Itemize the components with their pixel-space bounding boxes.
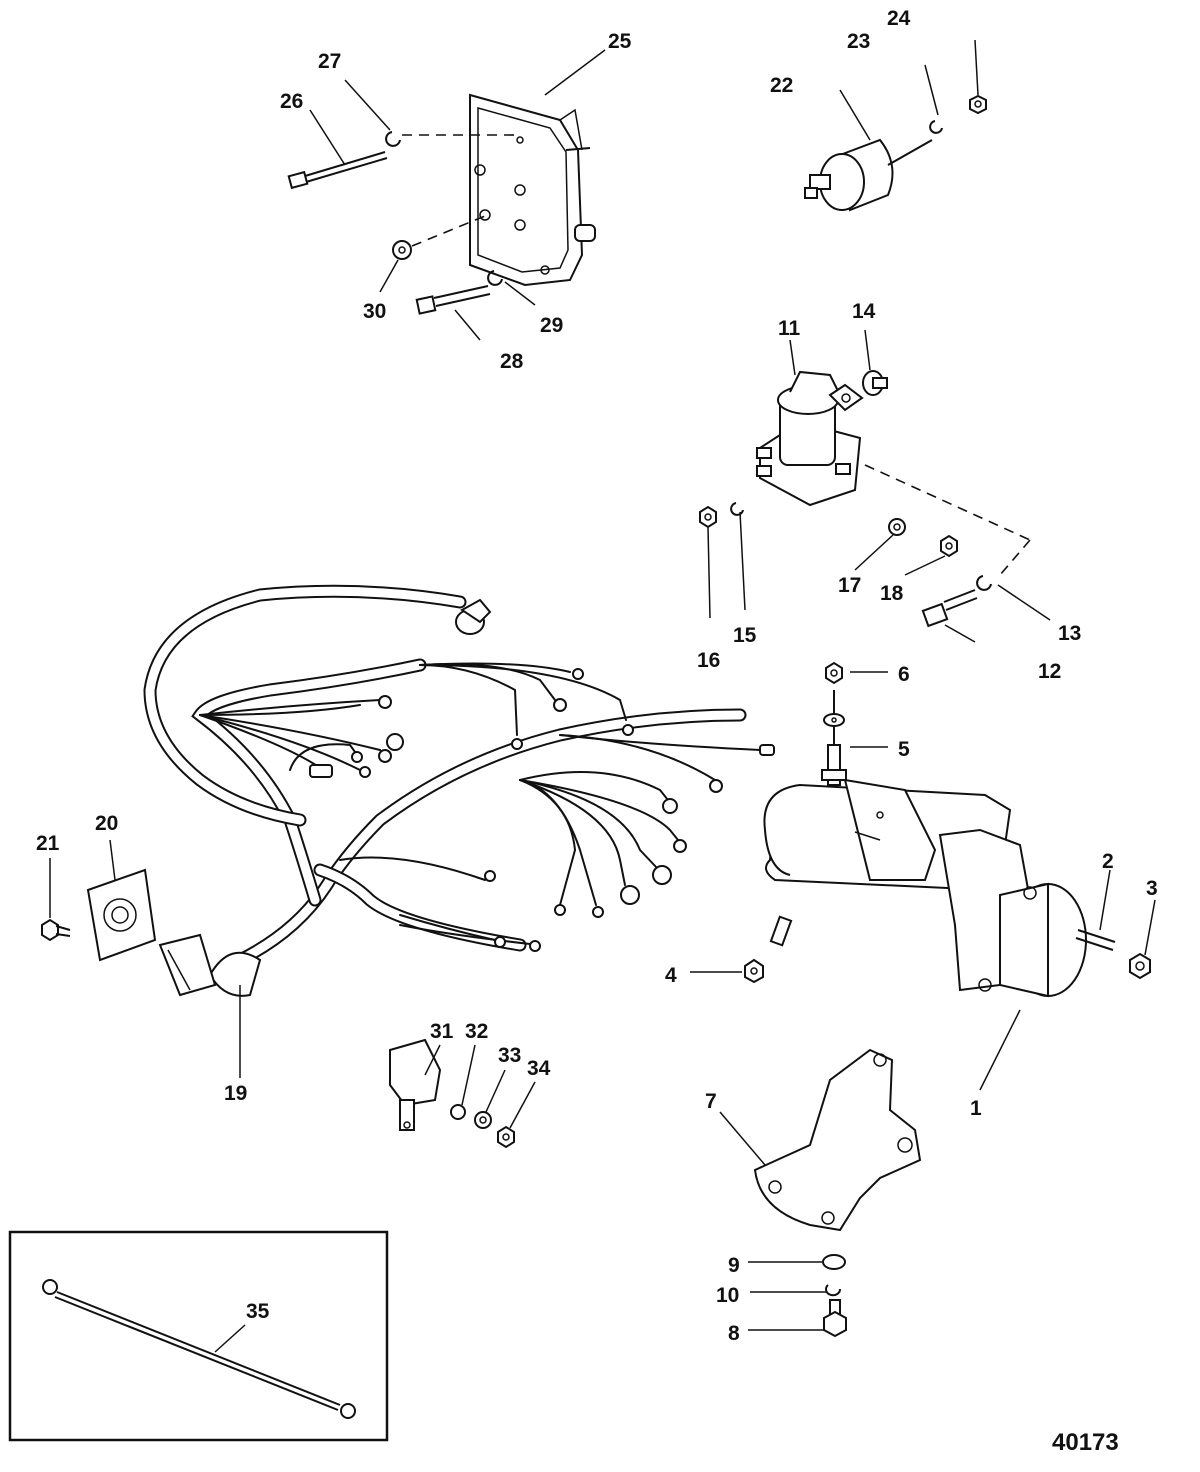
callout-18: 18: [880, 582, 904, 605]
callout-6: 6: [898, 663, 910, 686]
callout-31: 31: [430, 1020, 454, 1043]
part-18-nut: [940, 534, 958, 558]
callout-4: 4: [665, 964, 677, 987]
callout-29: 29: [540, 314, 563, 337]
callout-30: 30: [363, 300, 386, 323]
part-21-screw: [41, 918, 71, 942]
callout-2: 2: [1102, 850, 1114, 873]
callout-26: 26: [280, 90, 303, 113]
part-34-nut: [497, 1125, 515, 1149]
part-23-lockwasher: [929, 120, 943, 134]
harness-end-connector: [455, 598, 492, 635]
callout-13: 13: [1058, 622, 1081, 645]
callout-24: 24: [887, 7, 911, 30]
callout-15: 15: [733, 624, 757, 647]
part-22-sender: [804, 138, 933, 212]
callout-35: 35: [246, 1300, 270, 1323]
part-12-bolt: [921, 589, 978, 628]
callout-19: 19: [224, 1082, 247, 1105]
part-17-washer: [888, 518, 906, 536]
callout-1: 1: [970, 1097, 982, 1120]
part-32-lockwasher: [450, 1104, 466, 1120]
callout-16: 16: [697, 649, 720, 672]
callout-7: 7: [705, 1090, 717, 1113]
callout-11: 11: [778, 317, 801, 340]
callout-5: 5: [898, 738, 910, 761]
part-4-nut: [744, 958, 764, 984]
part-31-terminal-block: [389, 1038, 442, 1131]
callout-25: 25: [608, 30, 632, 53]
callout-10: 10: [716, 1284, 739, 1307]
part-10-lockwasher: [825, 1284, 842, 1297]
part-20-mount: [86, 868, 157, 962]
part-30-washer: [392, 240, 412, 260]
part-24-nut: [969, 94, 987, 115]
part-27-lockwasher: [385, 131, 401, 147]
callout-23: 23: [847, 30, 870, 53]
part-8-screw: [823, 1299, 847, 1338]
callout-27: 27: [318, 50, 341, 73]
part-6-nut: [825, 661, 843, 685]
part-2-stud: [1075, 929, 1116, 951]
part-7-bracket: [753, 1048, 922, 1232]
part-9-washer: [822, 1254, 846, 1270]
inset-frame: [8, 1230, 389, 1442]
part-14-cap: [862, 370, 888, 396]
callout-17: 17: [838, 574, 861, 597]
callout-20: 20: [95, 812, 118, 835]
callout-14: 14: [852, 300, 876, 323]
callout-8: 8: [728, 1322, 740, 1345]
callout-28: 28: [500, 350, 524, 373]
leader-lines: [49, 39, 1156, 1353]
callout-21: 21: [36, 832, 60, 855]
part-13-lockwasher: [976, 575, 992, 591]
part-15-lockwasher: [730, 502, 744, 516]
callout-3: 3: [1146, 877, 1158, 900]
callouts: 1 2 3 4 5 6 7 8 9 10 11 12 13 14 15 16 1…: [36, 7, 1158, 1456]
part-35-ground-strap: [42, 1279, 356, 1419]
part-25-module: [469, 93, 596, 287]
harness-branch-wires: [199, 662, 775, 952]
callout-9: 9: [728, 1254, 740, 1277]
part-29-lockwasher: [487, 270, 503, 286]
part-19-wiring-harness: [143, 584, 747, 997]
part-28-bolt: [415, 285, 491, 315]
part-11-solenoid: [756, 370, 864, 507]
part-16-nut: [699, 505, 717, 529]
callout-33: 33: [498, 1044, 521, 1067]
callout-34: 34: [527, 1057, 551, 1080]
callout-12: 12: [1038, 660, 1061, 683]
part-5-washer: [823, 713, 845, 727]
part-1-starter-motor: [763, 744, 1087, 998]
part-33-washer: [474, 1111, 492, 1129]
callout-32: 32: [465, 1020, 488, 1043]
part-26-bolt: [287, 151, 388, 190]
figure-id: 40173: [1052, 1429, 1119, 1456]
part-3-nut: [1129, 952, 1151, 980]
callout-22: 22: [770, 74, 793, 97]
